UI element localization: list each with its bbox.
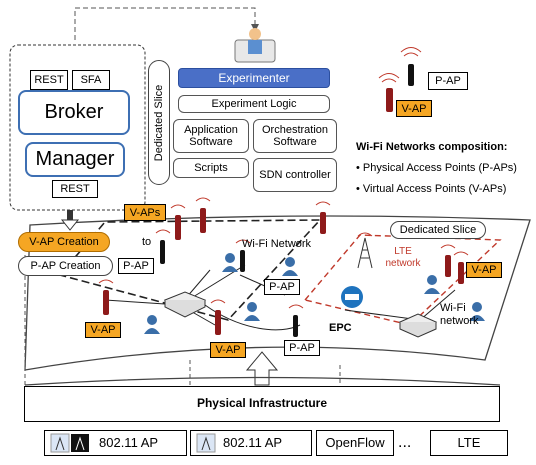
switch-icon	[163, 291, 207, 318]
lte-tower-icon	[357, 232, 373, 269]
wifi-network-top-label: Wi-Fi Network	[242, 238, 312, 250]
infra-ellipsis: ...	[398, 434, 412, 451]
p-ap-label: P-AP	[118, 258, 154, 274]
rest-bottom-label: REST	[52, 180, 98, 198]
experiment-logic-box[interactable]: Experiment Logic	[178, 95, 330, 113]
broker-box[interactable]: Broker	[18, 90, 130, 135]
orchestration-software-box[interactable]: Orchestration Software	[253, 119, 337, 153]
infra-item-openflow[interactable]: OpenFlow	[316, 430, 394, 456]
user-icon	[144, 315, 160, 334]
dedicated-slice-vertical-box: Dedicated Slice	[148, 60, 170, 185]
legend-item-1: • Physical Access Points (P-APs)	[356, 162, 517, 174]
dedicated-slice-vertical-label: Dedicated Slice	[153, 84, 165, 161]
legend-v-ap-antenna-icon	[378, 73, 400, 112]
infra-item-label: 802.11 AP	[99, 434, 159, 450]
legend-title: Wi-Fi Networks composition:	[356, 141, 508, 153]
v-ap-label: V-AP	[85, 322, 121, 338]
p-ap-antenna-icon	[235, 239, 251, 272]
v-ap-antenna-icon	[315, 201, 331, 234]
v-ap-antenna-icon	[440, 244, 456, 277]
manager-box[interactable]: Manager	[25, 142, 125, 177]
v-ap-label: V-AP	[466, 262, 502, 278]
physical-infrastructure-box[interactable]: Physical Infrastructure	[24, 386, 500, 422]
p-ap-label: P-AP	[264, 279, 300, 295]
experimenter-person-icon	[234, 28, 276, 63]
epc-icon	[341, 286, 363, 308]
experimenter-box[interactable]: Experimenter	[178, 68, 330, 88]
user-icon	[244, 302, 260, 321]
legend-item-1-text: Physical Access Points (P-APs)	[362, 162, 517, 174]
v-ap-creation-pill[interactable]: V-AP Creation	[18, 232, 110, 252]
user-icon	[222, 253, 238, 272]
infra-item-label: 802.11 AP	[223, 434, 283, 450]
v-ap-label: V-AP	[210, 342, 246, 358]
wifi-antenna-icon	[50, 433, 89, 453]
legend-item-2-text: Virtual Access Points (V-APs)	[362, 183, 507, 195]
sfa-label: SFA	[72, 70, 110, 90]
epc-label: EPC	[329, 322, 352, 334]
infrastructure-up-arrow	[245, 351, 279, 386]
v-ap-antenna-icon	[453, 251, 469, 284]
p-ap-label: P-AP	[284, 340, 320, 356]
infra-item-80211ap-2[interactable]: 802.11 AP	[190, 430, 312, 456]
v-aps-label: V-APs	[124, 204, 166, 221]
v-ap-antenna-icon	[170, 204, 186, 240]
switch-icon	[398, 313, 438, 338]
legend-p-ap-label: P-AP	[428, 72, 468, 90]
to-label: to	[142, 236, 152, 248]
user-icon	[282, 257, 298, 276]
p-ap-creation-pill[interactable]: P-AP Creation	[18, 256, 113, 276]
lte-network-label: LTE network	[385, 246, 421, 269]
wifi-network-right-label: Wi-Fi network	[440, 302, 479, 327]
v-ap-antenna-icon	[98, 279, 114, 315]
p-ap-antenna-icon	[155, 229, 171, 264]
lte-slice-outline	[303, 234, 502, 326]
infra-item-80211ap-1[interactable]: 802.11 AP	[44, 430, 187, 456]
dedicated-slice-pill[interactable]: Dedicated Slice	[390, 221, 486, 239]
legend-v-ap-label: V-AP	[396, 100, 432, 117]
application-software-box[interactable]: Application Software	[173, 119, 249, 153]
p-ap-antenna-icon	[288, 304, 304, 337]
sdn-controller-box[interactable]: SDN controller	[253, 158, 337, 192]
user-icon	[469, 302, 485, 321]
v-ap-antenna-icon	[195, 197, 211, 233]
scripts-box[interactable]: Scripts	[173, 158, 249, 178]
top-dashed-connector	[74, 7, 259, 40]
infra-item-lte[interactable]: LTE	[430, 430, 508, 456]
legend-item-2: • Virtual Access Points (V-APs)	[356, 183, 507, 195]
user-icon	[424, 275, 440, 294]
wifi-antenna-icon	[196, 433, 216, 453]
rest-top-label: REST	[30, 70, 68, 90]
v-ap-antenna-icon	[210, 299, 226, 335]
legend-p-ap-antenna-icon	[400, 47, 422, 86]
